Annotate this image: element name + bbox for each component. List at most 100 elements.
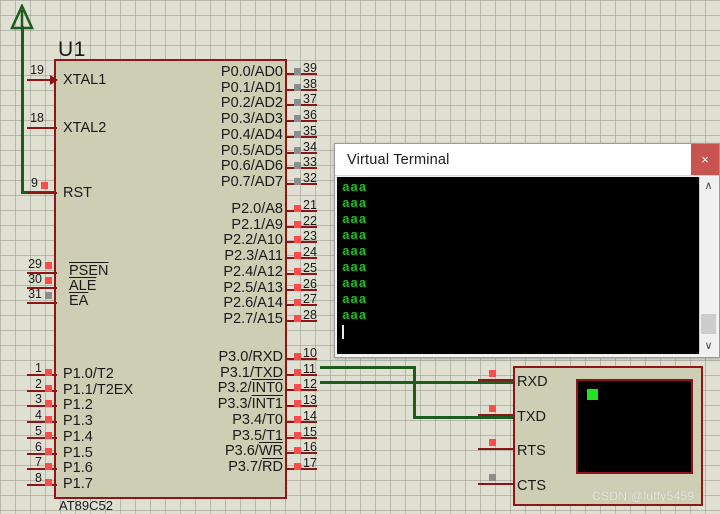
pin-state-indicator	[294, 177, 301, 185]
pin-number: 27	[303, 292, 317, 307]
compim-body[interactable]	[513, 366, 703, 506]
watermark-text: CSDN @luffy5459	[592, 489, 695, 503]
pin-state-indicator	[294, 236, 301, 244]
pin-arrow-19	[50, 75, 58, 85]
virtual-terminal-titlebar[interactable]: Virtual Terminal ×	[335, 144, 719, 176]
pin-state-indicator	[294, 83, 301, 91]
pin-number: 2	[35, 376, 42, 391]
pin-label: P1.3	[63, 413, 93, 430]
pin-state-indicator	[294, 415, 301, 423]
pin-number: 17	[303, 455, 317, 470]
pin-stub	[287, 405, 317, 408]
pin-number: 38	[303, 76, 317, 91]
pin-stub	[287, 88, 317, 91]
pin-stub	[27, 452, 57, 455]
pin-number: 11	[303, 361, 316, 376]
pin-label: P3.4/T0	[232, 411, 283, 428]
pin-number: 5	[35, 423, 42, 438]
text-cursor	[342, 325, 344, 339]
pin-stub	[287, 358, 317, 360]
mcu-body-at89c52[interactable]	[54, 59, 287, 499]
pin-label-xtal2: XTAL2	[63, 120, 107, 136]
pin-label: P2.0/A8	[231, 201, 283, 217]
pin-label: P0.1/AD1	[220, 79, 283, 96]
pin-state-9	[41, 182, 48, 189]
pin-state-indicator	[489, 370, 496, 377]
pin-label: P0.3/AD3	[220, 111, 283, 128]
pin-number: 8	[35, 470, 42, 485]
pin-stub	[27, 483, 57, 486]
pin-state-indicator	[45, 431, 52, 439]
pin-label-rst: RST	[63, 185, 92, 201]
terminal-line: aaa	[342, 180, 367, 195]
pin-label: P1.7	[63, 475, 93, 492]
pin-stub-31	[27, 302, 57, 304]
pin-stub	[478, 379, 515, 381]
vertical-scrollbar[interactable]: ∧ ∨	[699, 177, 717, 354]
pin-state-indicator	[294, 205, 301, 212]
pin-stub	[287, 135, 317, 138]
chevron-up-icon[interactable]: ∧	[704, 180, 713, 192]
pin-label: P2.5/A13	[223, 279, 283, 296]
pin-number: 35	[303, 123, 317, 138]
pin-stub-19	[27, 79, 57, 81]
pin-state-indicator	[45, 384, 52, 392]
pin-label: P1.5	[63, 444, 93, 461]
pin-stub	[287, 389, 317, 392]
pin-number: 37	[303, 92, 317, 107]
pin-stub	[287, 436, 317, 439]
pin-number: 3	[35, 392, 42, 407]
pin-label: P1.6	[63, 460, 93, 477]
wire-reset-net-vertical	[21, 26, 24, 193]
pin-stub	[287, 304, 317, 307]
pin-stub	[287, 225, 317, 228]
compim-display	[576, 379, 693, 474]
pin-label: P0.5/AD5	[220, 142, 283, 159]
terminal-line: aaa	[342, 212, 367, 227]
pin-label-ale: ALE	[69, 278, 97, 294]
pin-state-indicator	[294, 68, 301, 75]
terminal-line: aaa	[342, 276, 367, 291]
pin-stub	[287, 373, 317, 376]
pin-number: 15	[303, 424, 317, 439]
chevron-down-icon[interactable]: ∨	[704, 340, 713, 352]
pin-number: 33	[303, 155, 317, 170]
pin-state-indicator	[294, 314, 301, 322]
compim-status-led	[587, 389, 598, 400]
pin-stub	[287, 319, 317, 322]
pin-stub	[287, 151, 317, 154]
pin-stub	[287, 467, 317, 470]
pin-state-indicator	[294, 384, 301, 392]
pin-label: P3.2/INT0	[217, 380, 283, 397]
pin-state-indicator	[294, 130, 301, 138]
compim-pin-label-rts: RTS	[517, 443, 546, 459]
pin-stub	[287, 104, 317, 107]
pin-label: P2.3/A11	[224, 248, 283, 265]
pin-number: 26	[303, 276, 317, 291]
pin-number: 25	[303, 260, 317, 275]
pin-number: 14	[303, 408, 317, 423]
close-icon[interactable]: ×	[691, 144, 719, 175]
pin-stub	[478, 448, 515, 450]
scrollbar-thumb[interactable]	[701, 314, 716, 334]
pin-stub	[287, 182, 317, 185]
pin-state-indicator	[45, 447, 52, 455]
pin-stub	[27, 468, 57, 471]
pin-state-indicator	[45, 400, 52, 408]
pin-state-indicator	[294, 283, 301, 291]
wire-rxd-net-h1	[320, 366, 415, 369]
pin-stub	[287, 241, 317, 244]
pin-number: 22	[303, 213, 317, 228]
pin-state-indicator	[294, 99, 301, 107]
pin-number: 34	[303, 139, 317, 154]
pin-label: P3.1/TXD	[220, 364, 283, 381]
pin-state-29	[45, 262, 52, 269]
pin-stub	[287, 210, 317, 212]
mcu-reference-label: U1	[58, 38, 86, 61]
pin-label: P0.7/AD7	[220, 173, 283, 190]
